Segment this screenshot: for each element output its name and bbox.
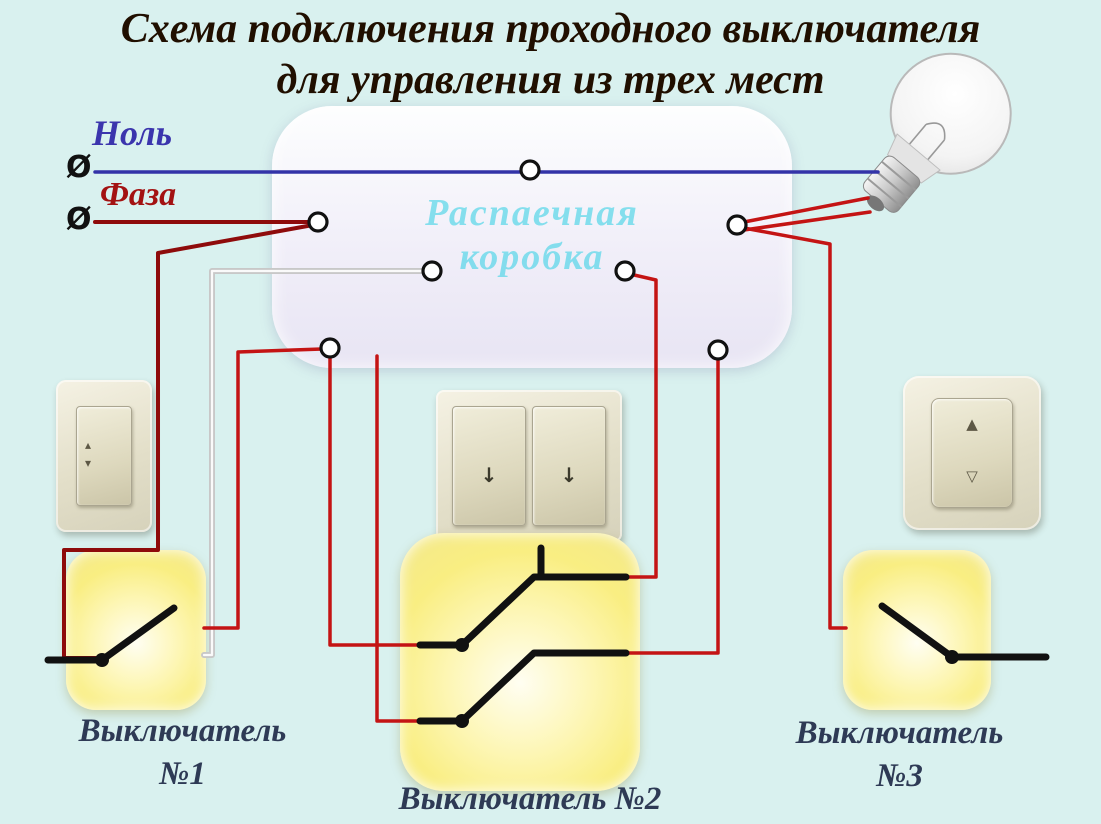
junction-box-watermark-line1: Распаечная	[425, 192, 639, 234]
neutral-label: Ноль	[92, 113, 173, 153]
switch3-label: Выключатель №3	[762, 712, 1037, 798]
title-line2: для управления из трех мест	[276, 57, 825, 104]
arrow-up-icon: ▲	[966, 415, 978, 433]
junction-box: Распаечная коробка	[272, 106, 792, 368]
wall-switch-3-rocker: ▲ ▽	[931, 398, 1013, 508]
wall-switch-2-rocker-right: ↓	[532, 406, 606, 526]
arrow-down-small-icon: ▾	[85, 456, 92, 470]
junction-box-watermark: Распаечная коробка	[272, 192, 792, 279]
arrow-up-small-icon: ▴	[85, 438, 92, 452]
title-line1: Схема подключения проходного выключателя	[120, 6, 981, 52]
arrow-down-icon: ↓	[480, 463, 498, 487]
phase-label: Фаза	[100, 176, 177, 213]
page-title: Схема подключения проходного выключателя…	[0, 4, 1101, 106]
switch3-label-line2: №3	[876, 757, 923, 794]
phase-terminal-symbol: Ø	[66, 202, 92, 237]
neutral-terminal-symbol: Ø	[66, 150, 92, 185]
wall-switch-1: ▴ ▾	[56, 380, 152, 532]
schematic-switch-2-box	[400, 533, 640, 791]
bulb-base-ridges	[867, 160, 917, 208]
bulb-neck	[886, 133, 941, 184]
arrow-down-outline-icon: ▽	[966, 467, 978, 485]
schematic-switch-1-box	[66, 550, 206, 710]
wall-switch-1-rocker: ▴ ▾	[76, 406, 132, 506]
switch1-label: Выключатель №1	[30, 710, 335, 796]
switch1-label-line1: Выключатель	[78, 713, 287, 749]
switch1-label-line2: №1	[159, 755, 206, 792]
wall-switch-3: ▲ ▽	[903, 376, 1041, 530]
junction-box-watermark-line2: коробка	[459, 235, 605, 278]
arrow-down-icon: ↓	[560, 463, 578, 487]
bulb-filament	[901, 122, 946, 170]
schematic-switch-3-box	[843, 550, 991, 710]
bulb-screw-base	[862, 155, 921, 213]
wall-switch-2-rocker-left: ↓	[452, 406, 526, 526]
switch3-label-line1: Выключатель	[795, 715, 1004, 751]
bulb-contact-tip	[866, 195, 885, 212]
switch1-traveller-red-wire	[202, 347, 324, 630]
switch2-label: Выключатель №2	[398, 781, 662, 817]
wall-switch-2: ↓ ↓	[436, 390, 622, 542]
